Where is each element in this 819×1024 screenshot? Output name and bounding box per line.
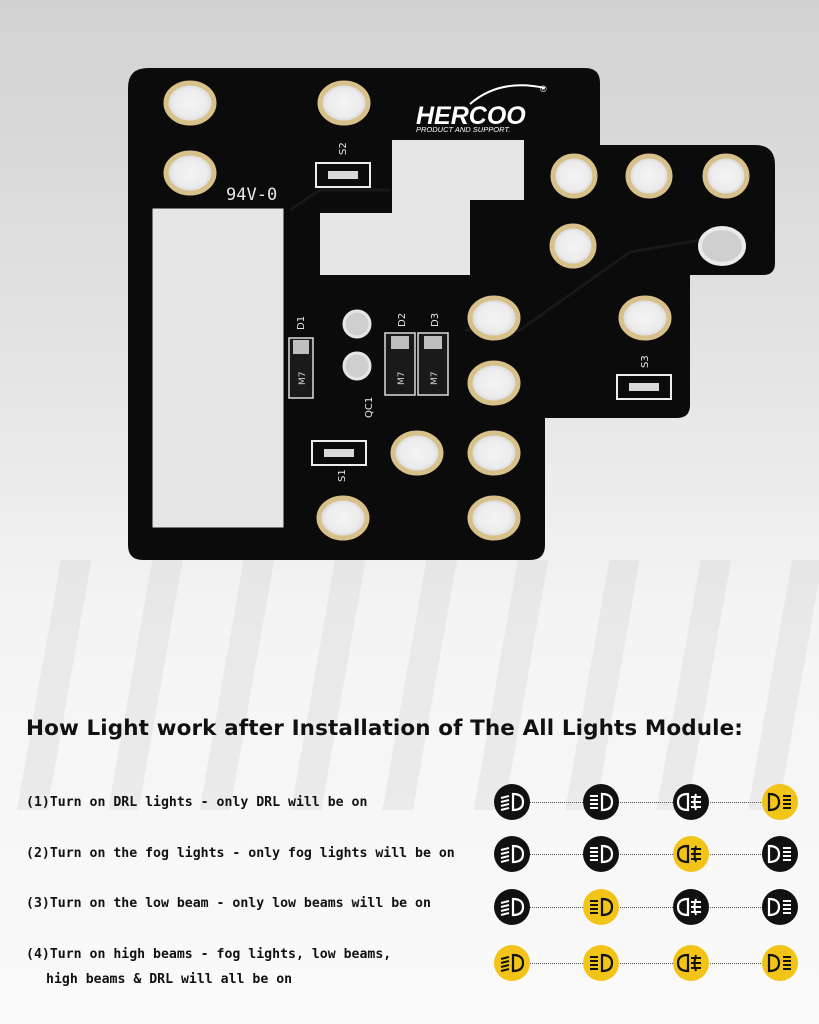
label-m7-d3: M7 — [430, 372, 440, 386]
drl-icon — [762, 945, 798, 981]
row-connector — [513, 907, 779, 908]
section-heading: How Light work after Installation of The… — [26, 716, 743, 741]
row-3-label: (3)Turn on the low beam - only low beams… — [26, 896, 431, 911]
pad-group — [163, 80, 750, 541]
row-1-label: (1)Turn on DRL lights - only DRL will be… — [26, 795, 368, 810]
row-2-lamps — [493, 835, 799, 875]
label-d3: D3 — [430, 313, 441, 327]
pcb-module-image: HERCOO ® PRODUCT AND SUPPORT. 94V-0 S2 S… — [128, 68, 775, 560]
fog-light-icon — [673, 889, 709, 925]
label-s1: S1 — [337, 469, 348, 482]
drl-icon — [762, 889, 798, 925]
label-qc1: QC1 — [364, 397, 375, 418]
label-s3: S3 — [640, 355, 651, 368]
high-beam-icon — [583, 945, 619, 981]
low-beam-icon — [494, 889, 530, 925]
brand-name: HERCOO — [416, 102, 526, 130]
row-2-label: (2)Turn on the fog lights - only fog lig… — [26, 846, 455, 861]
label-m7-d2: M7 — [397, 372, 407, 386]
brand-registered: ® — [540, 84, 547, 94]
floor-shadow — [0, 560, 819, 810]
row-4-label: (4)Turn on high beams - fog lights, low … — [26, 947, 392, 962]
row-connector — [513, 963, 779, 964]
pcb-board — [128, 68, 775, 560]
row-connector — [513, 802, 779, 803]
middle-cutout — [320, 140, 524, 275]
high-beam-icon — [583, 836, 619, 872]
row-3-lamps — [493, 888, 799, 928]
row-connector — [513, 854, 779, 855]
fog-light-icon — [673, 836, 709, 872]
label-d2: D2 — [397, 313, 408, 327]
label-d1: D1 — [296, 316, 307, 330]
fog-light-icon — [673, 784, 709, 820]
row-1-lamps — [493, 783, 799, 823]
brand-swoosh — [469, 84, 546, 105]
low-beam-icon — [494, 836, 530, 872]
high-beam-icon — [583, 784, 619, 820]
drl-icon — [762, 836, 798, 872]
drl-icon — [762, 784, 798, 820]
label-m7-d1: M7 — [298, 372, 308, 386]
high-beam-icon — [583, 889, 619, 925]
left-cutout — [151, 207, 285, 529]
label-s2: S2 — [338, 142, 349, 155]
low-beam-icon — [494, 784, 530, 820]
brand-tagline: PRODUCT AND SUPPORT. — [416, 125, 510, 134]
row-4-label-continued: high beams & DRL will all be on — [46, 972, 293, 987]
fog-light-icon — [673, 945, 709, 981]
row-4-lamps — [493, 944, 799, 984]
pcb-rating: 94V-0 — [226, 185, 277, 205]
low-beam-icon — [494, 945, 530, 981]
